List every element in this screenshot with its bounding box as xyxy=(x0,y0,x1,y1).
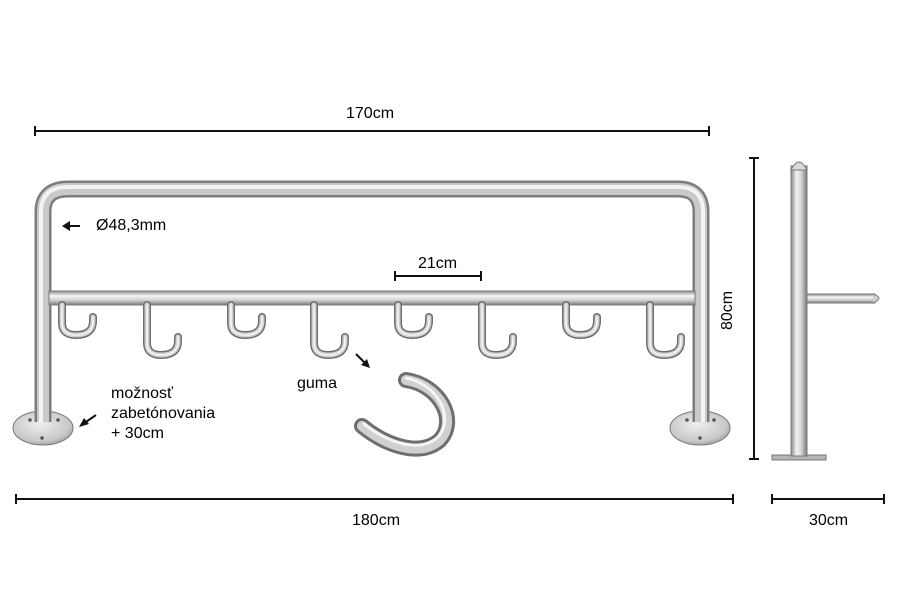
dimension-line-top xyxy=(34,126,710,136)
bottom-width-label: 180cm xyxy=(352,512,401,529)
concrete-label-line3: + 30cm xyxy=(111,425,164,442)
hook-spacing-label: 21cm xyxy=(418,255,458,272)
dimension-line-bottom xyxy=(15,494,734,504)
dimension-line-height xyxy=(749,157,759,460)
depth-label: 30cm xyxy=(809,512,849,529)
rack-frame xyxy=(12,180,731,446)
side-hook-arm xyxy=(806,293,876,304)
concrete-label-line1: možnosť xyxy=(111,385,174,402)
hook xyxy=(478,301,517,359)
side-view xyxy=(771,161,880,461)
diameter-arrow xyxy=(62,221,80,231)
hook xyxy=(562,301,601,339)
hook xyxy=(143,301,182,359)
hook xyxy=(227,301,266,339)
hook xyxy=(58,301,97,339)
concrete-label-line2: zabetónovania xyxy=(111,405,216,422)
hooks-group xyxy=(58,301,685,359)
top-width-label: 170cm xyxy=(346,105,395,122)
hook xyxy=(646,301,685,359)
rubber-label: guma xyxy=(297,375,338,392)
hook xyxy=(394,301,433,339)
rubber-arrow xyxy=(355,353,370,368)
crossbar xyxy=(48,290,696,306)
dimension-line-depth xyxy=(771,494,885,504)
dimension-line-hook-spacing xyxy=(394,271,482,281)
hook xyxy=(310,301,349,359)
height-label: 80cm xyxy=(719,290,736,330)
rubber-hook-detail xyxy=(354,372,456,457)
tube-diameter-label: Ø48,3mm xyxy=(96,217,167,234)
concrete-arrow xyxy=(79,414,97,427)
side-post xyxy=(790,165,808,457)
